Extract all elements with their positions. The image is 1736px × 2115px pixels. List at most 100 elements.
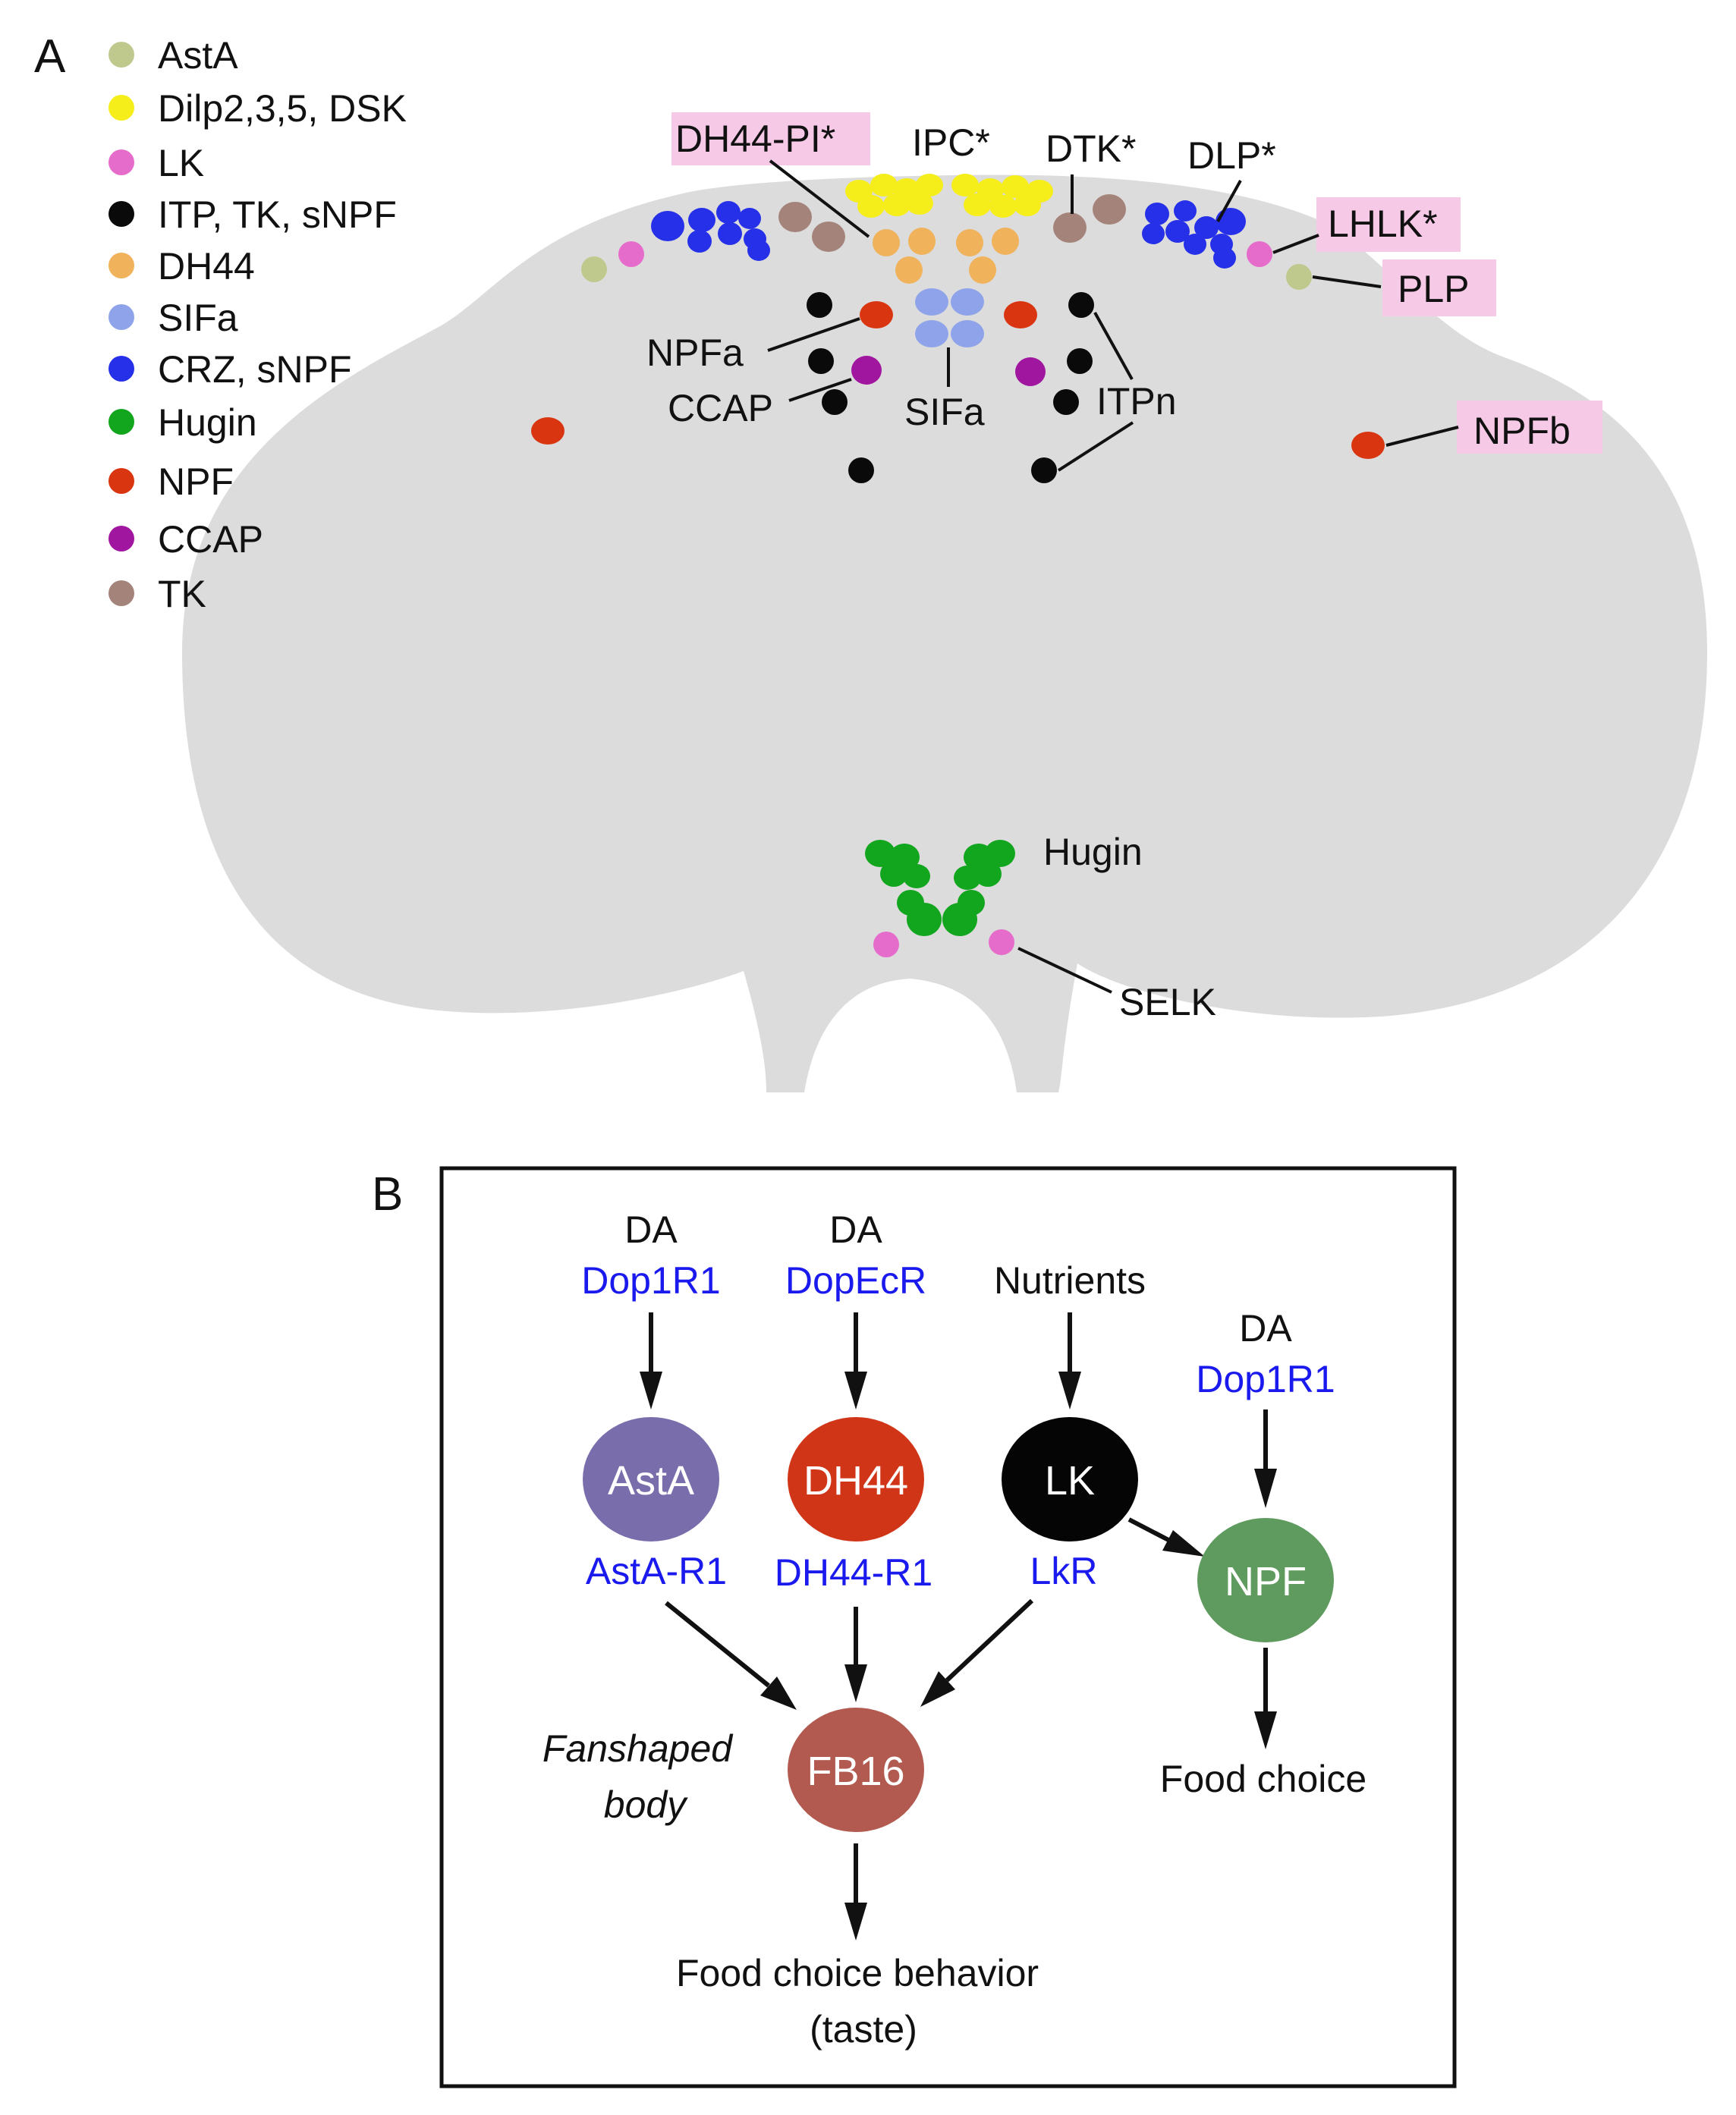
node-asta-label: AstA <box>608 1458 694 1504</box>
leader-lines <box>767 159 1459 994</box>
label-npfa: NPFa <box>646 332 744 374</box>
legend-item-hugin: Hugin <box>108 401 257 444</box>
label-npfb: NPFb <box>1473 410 1571 452</box>
legend-label-itp: ITP, TK, sNPF <box>158 193 397 236</box>
legend-swatch-sifa <box>108 304 134 330</box>
cell-cluster-asta <box>581 256 1312 290</box>
cell-cluster-lk <box>618 241 1272 957</box>
label-ipc: IPC* <box>912 121 990 164</box>
label-sifa: SIFa <box>904 391 985 433</box>
legend-label-dh44: DH44 <box>158 245 255 288</box>
legend-swatch-npf <box>108 468 134 494</box>
cell-cluster-ccap <box>851 356 1046 386</box>
brain-outline <box>182 174 1707 1092</box>
leader-ccap <box>788 378 852 402</box>
highlight-lhlk <box>1316 197 1461 252</box>
label-itpn: ITPn <box>1096 380 1177 423</box>
node-lk: LK <box>1002 1417 1138 1541</box>
legend-swatch-hugin <box>108 409 134 435</box>
highlight-npfb <box>1457 401 1602 454</box>
panel-b: B DA Dop1R1 DA DopEcR Nutrients DA Dop1R… <box>372 1166 1457 2088</box>
legend-item-asta: AstA <box>108 34 238 77</box>
cell-cluster-sifa <box>915 288 984 347</box>
legend-swatch-crz <box>108 356 134 382</box>
label-behavior-line1: Food choice behavior <box>676 1952 1039 1994</box>
legend-label-dilp: Dilp2,3,5, DSK <box>158 87 407 130</box>
legend-label-asta: AstA <box>158 34 238 77</box>
legend-label-tk: TK <box>158 573 206 615</box>
legend-item-sifa: SIFa <box>108 297 238 339</box>
arrow-dop1r1-to-npf <box>1254 1409 1277 1508</box>
node-npf-label: NPF <box>1225 1559 1307 1604</box>
leader-dlp <box>1216 180 1242 222</box>
arrow-lk-to-npf <box>1127 1517 1205 1557</box>
node-dh44-label: DH44 <box>804 1458 908 1504</box>
input-da-1: DA <box>624 1208 678 1251</box>
cell-cluster-tk <box>778 194 1126 252</box>
cell-cluster-npf <box>531 301 1385 459</box>
leader-npfa <box>767 317 860 352</box>
legend-swatch-ccap <box>108 526 134 552</box>
arrow-dopecr-to-dh44 <box>844 1312 867 1409</box>
arrow-fb16-to-behavior <box>844 1843 867 1941</box>
input-dop1r1-b: Dop1R1 <box>1196 1358 1335 1400</box>
leader-lhlk <box>1272 234 1319 254</box>
legend-label-crz: CRZ, sNPF <box>158 348 352 391</box>
cell-cluster-ipc <box>845 174 1053 218</box>
legend-item-itp: ITP, TK, sNPF <box>108 193 397 236</box>
node-asta: AstA <box>583 1417 719 1541</box>
leader-selk <box>1017 947 1112 994</box>
legend-label-lk: LK <box>158 142 204 184</box>
legend-swatch-itp <box>108 201 134 227</box>
leader-itpn-bottom <box>1057 421 1134 472</box>
arrow-dop1r1-to-asta <box>640 1312 662 1409</box>
legend-label-hugin: Hugin <box>158 401 257 444</box>
legend-swatch-lk <box>108 149 134 175</box>
legend-label-npf: NPF <box>158 460 234 503</box>
legend-label-ccap: CCAP <box>158 518 263 561</box>
legend-item-npf: NPF <box>108 460 234 503</box>
leader-npfb <box>1385 426 1459 447</box>
arrow-lkr-to-fb16 <box>920 1598 1034 1707</box>
input-dop1r1-a: Dop1R1 <box>581 1259 720 1302</box>
cell-cluster-itp <box>807 292 1094 483</box>
highlight-plp <box>1382 259 1496 316</box>
label-hugin: Hugin <box>1043 831 1143 873</box>
panel-a: A AstA Dilp2,3,5, DSK LK ITP, TK, sNPF <box>34 30 1707 1092</box>
receptor-lkr: LkR <box>1030 1550 1098 1592</box>
label-body: body <box>604 1783 688 1826</box>
cell-cluster-dh44 <box>873 228 1019 284</box>
highlight-dh44-pi <box>671 112 870 165</box>
input-nutrients: Nutrients <box>994 1259 1146 1302</box>
cell-cluster-hugin <box>865 840 1015 936</box>
arrow-nutrients-to-lk <box>1058 1312 1081 1409</box>
arrows <box>640 1312 1277 1941</box>
legend-swatch-tk <box>108 580 134 606</box>
node-lk-label: LK <box>1045 1458 1095 1504</box>
label-dh44-pi: DH44-PI* <box>675 118 835 160</box>
node-dh44: DH44 <box>788 1417 924 1541</box>
legend: AstA Dilp2,3,5, DSK LK ITP, TK, sNPF DH4… <box>108 34 407 615</box>
label-ccap: CCAP <box>668 387 773 429</box>
receptor-asta-r1: AstA-R1 <box>586 1550 727 1592</box>
label-selk: SELK <box>1119 981 1216 1023</box>
node-npf: NPF <box>1197 1518 1334 1642</box>
label-lhlk: LHLK* <box>1328 203 1438 245</box>
legend-swatch-dilp <box>108 95 134 121</box>
panel-a-letter: A <box>34 30 66 83</box>
label-food-choice: Food choice <box>1160 1758 1366 1800</box>
legend-item-dh44: DH44 <box>108 245 255 288</box>
legend-item-ccap: CCAP <box>108 518 263 561</box>
legend-item-dilp: Dilp2,3,5, DSK <box>108 87 407 130</box>
leader-dh44-pi <box>769 159 870 238</box>
label-dlp: DLP* <box>1187 134 1276 177</box>
panel-b-frame <box>439 1166 1457 2088</box>
arrow-dh44r1-to-fb16 <box>844 1607 867 1702</box>
node-fb16-label: FB16 <box>807 1749 904 1794</box>
label-behavior-line2: (taste) <box>810 2008 917 2051</box>
label-dtk: DTK* <box>1046 127 1136 170</box>
cell-cluster-crz-left <box>651 201 770 261</box>
panel-b-letter: B <box>372 1168 403 1221</box>
legend-swatch-asta <box>108 42 134 68</box>
